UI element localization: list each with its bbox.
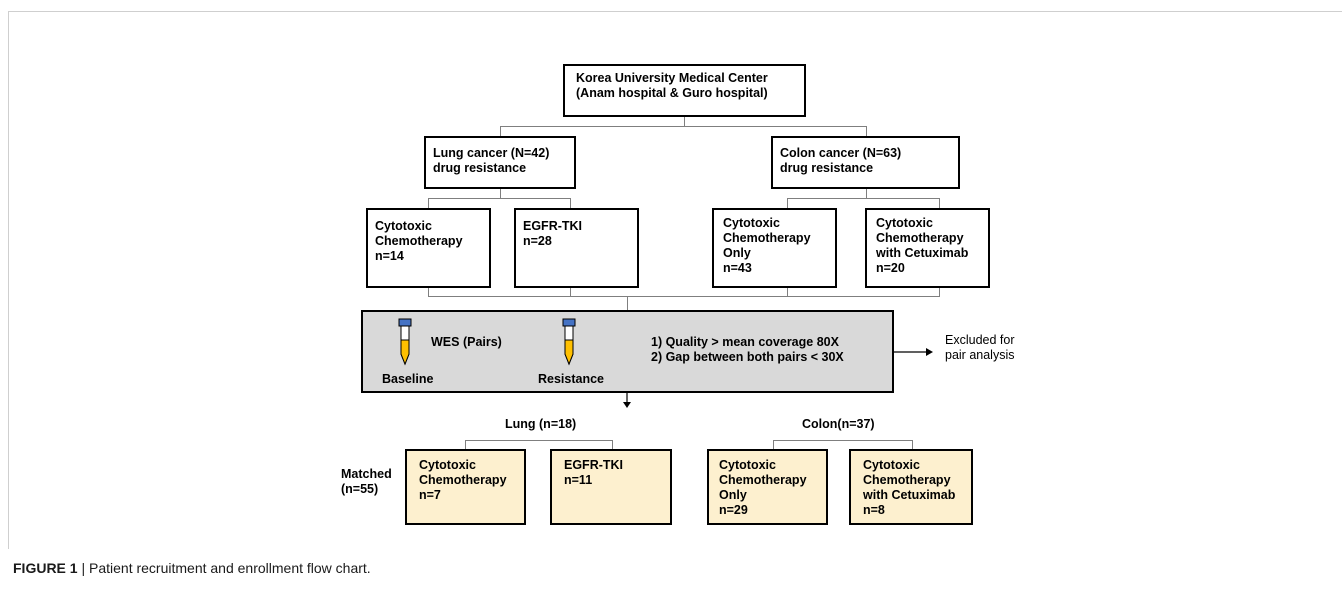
caption-text: Patient recruitment and enrollment flow … — [89, 560, 371, 576]
caption-separator: | — [77, 560, 89, 576]
matched-label: Matched (n=55) — [341, 467, 392, 496]
matched-colon-cetuximab-box: Cytotoxic Chemotherapy with Cetuximab n=… — [849, 449, 973, 525]
wes-box — [361, 310, 894, 393]
connector — [500, 126, 867, 127]
connector — [787, 287, 788, 296]
lung-cytotoxic-box: Cytotoxic Chemotherapy n=14 — [366, 208, 491, 288]
matched-lung-cytotoxic-box: Cytotoxic Chemotherapy n=7 — [405, 449, 526, 525]
arrow-right-icon — [894, 348, 933, 356]
connector — [939, 287, 940, 296]
connector — [939, 198, 940, 208]
connector — [570, 198, 571, 208]
connector — [912, 440, 913, 449]
resistance-tube-icon — [562, 318, 576, 366]
colon-matched-label: Colon(n=37) — [802, 417, 875, 431]
connector — [684, 116, 685, 126]
colon-cetuximab-box: Cytotoxic Chemotherapy with Cetuximab n=… — [865, 208, 990, 288]
root-box: Korea University Medical Center (Anam ho… — [563, 64, 806, 117]
connector — [787, 198, 788, 208]
connector — [465, 440, 613, 441]
connector — [773, 440, 774, 449]
resistance-label: Resistance — [538, 372, 605, 386]
colon-cancer-box: Colon cancer (N=63) drug resistance — [771, 136, 960, 189]
figure-label: FIGURE 1 — [13, 560, 78, 576]
connector — [787, 198, 940, 199]
connector — [428, 198, 571, 199]
matched-lung-egfr-box: EGFR-TKI n=11 — [550, 449, 672, 525]
connector — [500, 126, 501, 136]
lung-matched-label: Lung (n=18) — [505, 417, 577, 431]
colon-cytotoxic-only-box: Cytotoxic Chemotherapy Only n=43 — [712, 208, 837, 288]
connector — [773, 440, 913, 441]
arrow-down-icon — [623, 393, 631, 408]
wes-title: WES (Pairs) — [431, 335, 502, 349]
connector — [465, 440, 466, 449]
connector — [428, 198, 429, 208]
connector — [428, 287, 429, 296]
excluded-label: Excluded for pair analysis — [945, 333, 1015, 362]
connector — [500, 188, 501, 198]
lung-egfr-box: EGFR-TKI n=28 — [514, 208, 639, 288]
connector — [612, 440, 613, 449]
connector — [627, 296, 628, 310]
figure-frame — [8, 11, 1342, 549]
connector — [866, 188, 867, 198]
lung-cancer-box: Lung cancer (N=42) drug resistance — [424, 136, 576, 189]
baseline-label: Baseline — [382, 372, 434, 386]
connector — [570, 287, 571, 296]
connector — [866, 126, 867, 136]
figure-caption: FIGURE 1 | Patient recruitment and enrol… — [13, 560, 371, 576]
connector — [428, 296, 940, 297]
matched-colon-only-box: Cytotoxic Chemotherapy Only n=29 — [707, 449, 828, 525]
baseline-tube-icon — [398, 318, 412, 366]
wes-criteria: 1) Quality > mean coverage 80X 2) Gap be… — [651, 335, 844, 364]
